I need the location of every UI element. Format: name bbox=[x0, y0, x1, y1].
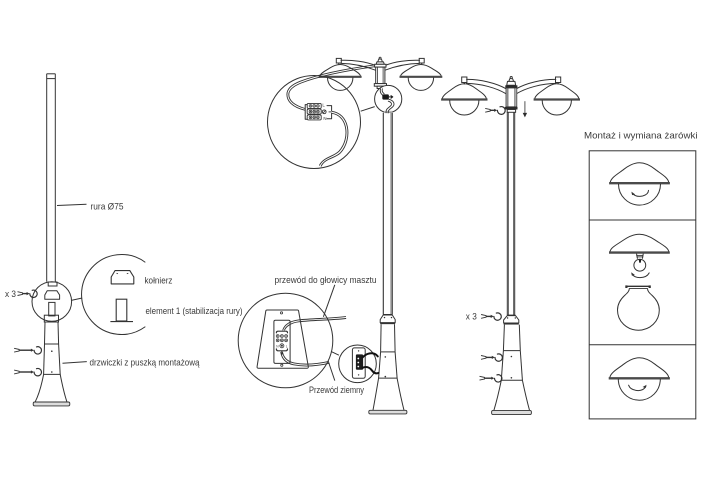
svg-text:x 3: x 3 bbox=[466, 312, 477, 322]
svg-text:N: N bbox=[323, 116, 326, 121]
svg-text:drzwiczki z puszką montażową: drzwiczki z puszką montażową bbox=[90, 358, 201, 368]
svg-text:x 3: x 3 bbox=[5, 289, 16, 299]
svg-text:rura Ø75: rura Ø75 bbox=[91, 202, 124, 212]
svg-text:L: L bbox=[322, 103, 325, 108]
svg-text:element 1 (stabilizacja rury): element 1 (stabilizacja rury) bbox=[146, 306, 243, 316]
svg-text:N: N bbox=[276, 344, 279, 348]
svg-text:kołnierz: kołnierz bbox=[145, 275, 173, 285]
svg-text:Montaż i wymiana żarówki: Montaż i wymiana żarówki bbox=[584, 131, 698, 141]
svg-text:L: L bbox=[286, 344, 288, 348]
svg-text:przewód do głowicy masztu: przewód do głowicy masztu bbox=[275, 275, 377, 285]
svg-text:Przewód ziemny: Przewód ziemny bbox=[309, 385, 364, 395]
